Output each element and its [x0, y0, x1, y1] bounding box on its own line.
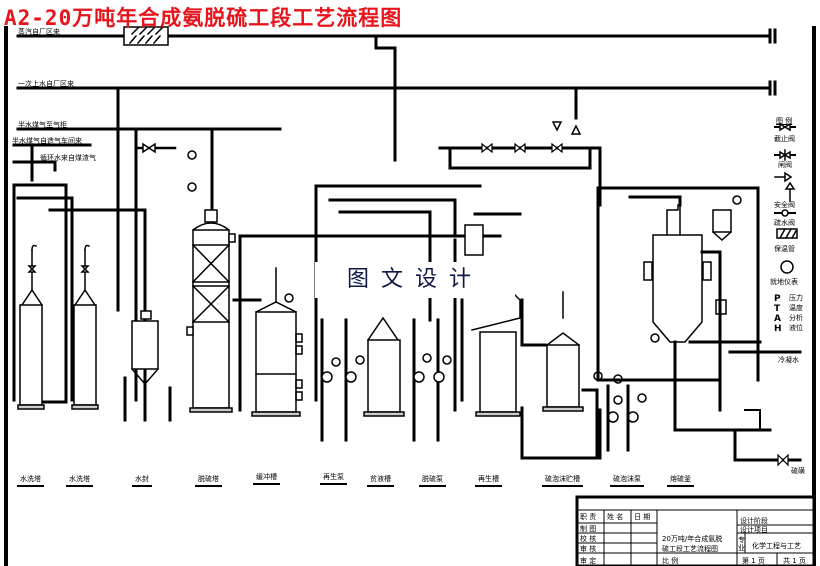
tb-page: 第 1 页 [742, 557, 765, 565]
tb-role-approver: 审 定 [580, 557, 597, 565]
pipe-label-sulfur: 硫磺 [791, 467, 805, 475]
tb-role-drafter: 制 图 [580, 525, 597, 533]
tb-specialty-label: 专业 [738, 536, 745, 552]
watermark: 图文设计 [315, 262, 515, 298]
equipment-label-buffer-tank: 缓冲槽 [253, 472, 280, 485]
equipment-label-sulfur-foam-tank: 硫泡沫贮槽 [542, 474, 583, 487]
legend-label-gate-valve: 闸阀 [778, 161, 792, 169]
safety-valve-icon [551, 121, 582, 135]
pressure-gauge-icon [187, 182, 197, 192]
legend-label-insulated-pipe: 保温管 [774, 245, 795, 253]
legend-label-local-instrument: 就地仪表 [770, 278, 798, 286]
steam-trap-icon [781, 209, 789, 217]
legend-code-analysis: 分析 [789, 314, 803, 322]
insulated-pipe-icon [776, 228, 798, 239]
equipment-label-sulfur-foam-pump: 硫泡沫泵 [610, 474, 644, 487]
diagram-title: A2-20万吨年合成氨脱硫工段工艺流程图 [4, 6, 403, 30]
tb-header-name: 姓 名 [607, 513, 624, 521]
sulfur-melter [643, 195, 742, 412]
pressure-gauge-icon [187, 150, 197, 160]
sulfur-foam-tank [520, 291, 602, 460]
tb-total: 共 1 页 [783, 557, 806, 565]
equipment-label-water-seal: 水封 [132, 474, 152, 487]
local-instrument-icon [780, 260, 794, 274]
globe-valve-icon [779, 122, 791, 132]
water-wash-tower-2 [71, 244, 99, 410]
pipe-label-circulating-water: 循环水来自煤渣气 [40, 154, 96, 162]
tb-drawing-name-1: 20万吨/年合成氨脱 [662, 535, 723, 543]
pipe-label-cooling-water: 冷凝水 [778, 356, 799, 364]
tb-header-date: 日 期 [634, 513, 651, 521]
tb-scale-label: 比 例 [662, 557, 679, 565]
lean-liquid-tank [363, 316, 405, 417]
pipe-label-gas-cabinet: 半水煤气至气柜 [18, 121, 67, 129]
safety-valve-icon [774, 171, 796, 202]
desulfurization-pump [413, 353, 452, 383]
legend-icons [774, 122, 798, 274]
tb-header-role: 职 责 [580, 513, 597, 521]
tb-role-reviewer: 审 核 [580, 545, 597, 553]
legend-heading: 图 例 [776, 117, 793, 125]
title-block [575, 495, 816, 566]
tb-role-checker: 校 核 [580, 535, 597, 543]
regeneration-tank [453, 212, 547, 417]
equipment-label-water-wash-tower-1: 水洗塔 [17, 474, 44, 487]
equipment-label-desulfurization-tower: 脱硫塔 [195, 474, 222, 487]
equipment-label-desulfurization-pump: 脱硫泵 [419, 474, 446, 487]
tb-drawing-name-2: 硫工段工艺流程图 [662, 545, 718, 553]
svg-text:T: T [774, 304, 781, 314]
legend-code-pressure: 压力 [789, 294, 803, 302]
gate-valve-icon [777, 453, 789, 467]
tb-design-stage: 设计阶段 [740, 517, 768, 525]
water-wash-tower-1 [17, 244, 45, 410]
tb-design-project: 设计项目 [740, 526, 768, 534]
globe-valve-icon [481, 142, 563, 154]
legend-code-temperature: 温度 [789, 304, 803, 312]
legend-label-steam-trap: 疏水阀 [774, 219, 795, 227]
globe-valve-icon [142, 142, 156, 154]
equipment-label-regeneration-tank: 再生槽 [475, 474, 502, 487]
regeneration-pump [321, 355, 365, 383]
svg-text:P: P [774, 294, 781, 304]
tb-specialty: 化学工程与工艺 [752, 542, 801, 550]
legend-label-globe-valve: 截止阀 [774, 135, 795, 143]
gate-valve-icon [779, 149, 791, 161]
buffer-tank [251, 267, 303, 417]
sulfur-foam-pump [593, 371, 647, 452]
pipe-label-water: 一次上水自厂区来 [18, 80, 74, 88]
pipe-label-steam: 蒸汽自厂区来 [18, 28, 60, 36]
water-seal [123, 304, 172, 422]
svg-text:A: A [774, 314, 781, 324]
pipe-label-gas-workshop: 半水煤气自造气车间来 [12, 137, 82, 145]
desulfurization-tower [186, 203, 236, 413]
insulated-pipe-segment [123, 26, 169, 46]
legend-label-safety-valve: 安全阀 [774, 201, 795, 209]
equipment-label-sulfur-melter: 熔硫釜 [667, 474, 694, 487]
legend-code-level: 液位 [789, 324, 803, 332]
svg-text:H: H [774, 324, 782, 334]
equipment-label-water-wash-tower-2: 水洗塔 [66, 474, 93, 487]
equipment-label-regeneration-pump: 再生泵 [320, 472, 347, 485]
equipment-label-lean-liquid-tank: 贫液槽 [367, 474, 394, 487]
